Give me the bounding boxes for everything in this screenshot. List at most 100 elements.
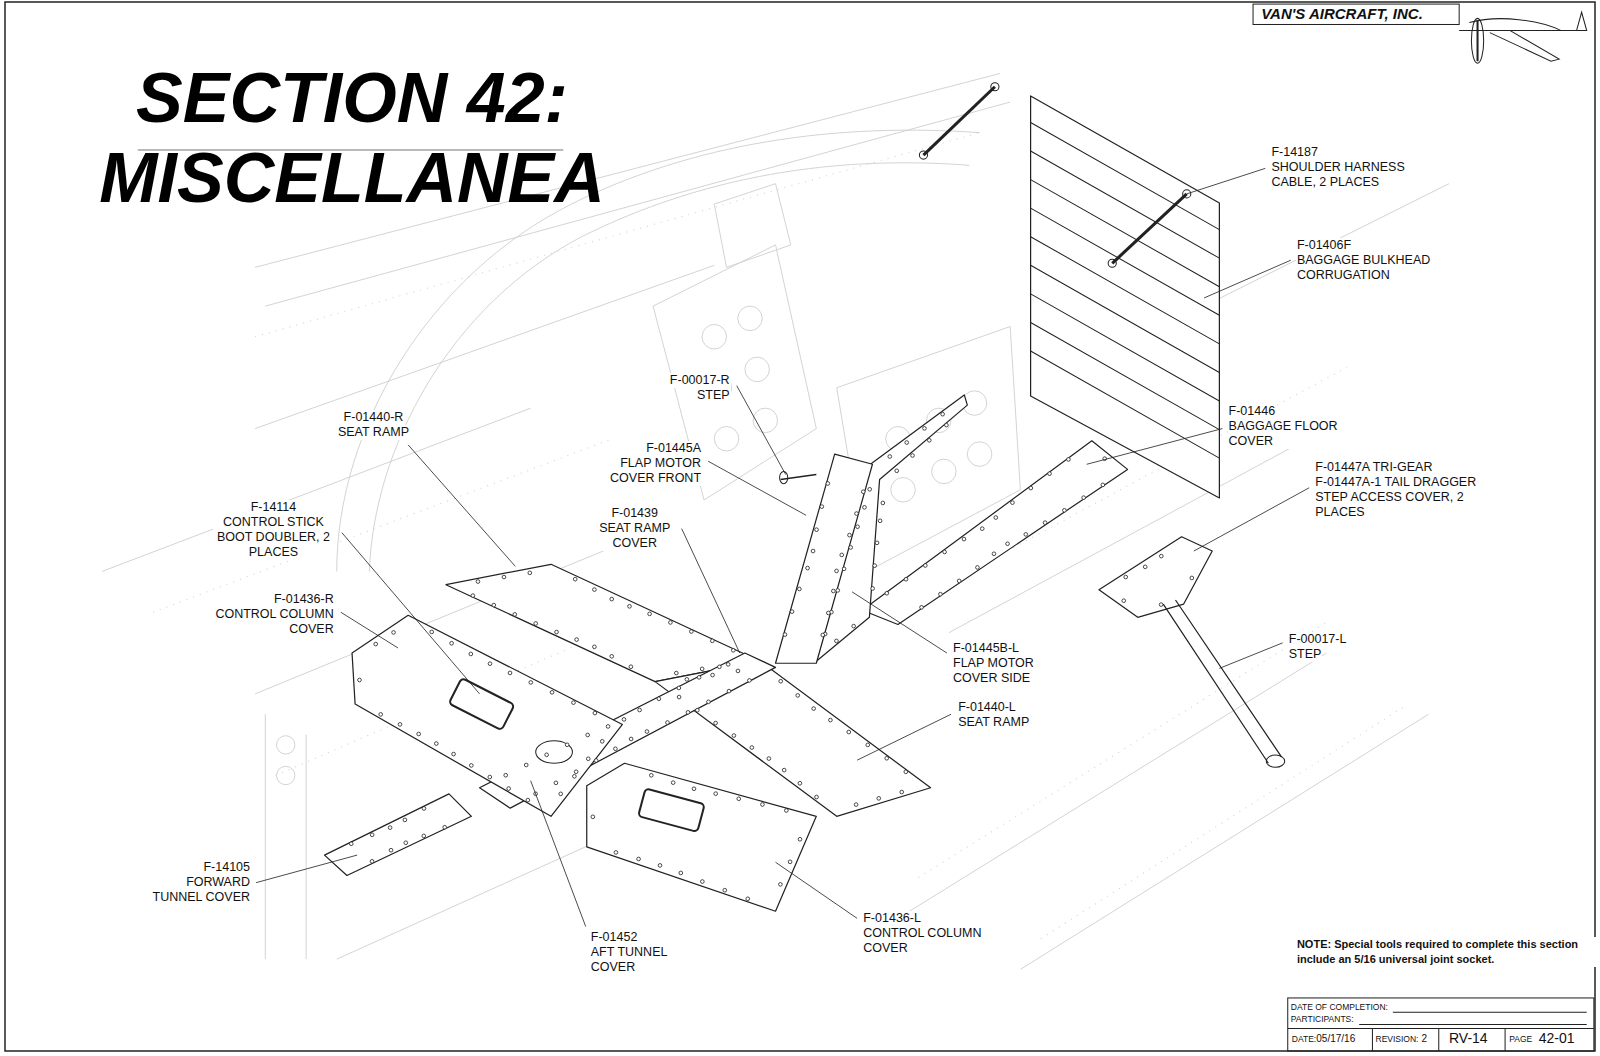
part-name: STEP xyxy=(696,388,731,403)
rivet-hole xyxy=(430,630,434,634)
flap-motor-cover-front xyxy=(776,454,873,663)
part-number: F-14105 xyxy=(202,860,251,875)
rivet-hole xyxy=(593,711,597,715)
callout-group: F-14114CONTROL STICK BOOT DOUBLER, 2 PLA… xyxy=(213,500,333,560)
rivet-hole xyxy=(379,713,383,717)
callout-group: F-01436-RCONTROL COLUMN COVER xyxy=(204,592,335,637)
part-number: F-01436-L xyxy=(862,911,922,926)
rivet-hole xyxy=(648,612,652,616)
rivet-hole xyxy=(962,537,966,541)
rivet-hole xyxy=(666,721,670,725)
rivet-hole xyxy=(737,797,741,801)
rivet-hole xyxy=(492,603,496,607)
title-block xyxy=(1253,4,1594,1051)
rivet-hole xyxy=(606,725,610,729)
rivet-hole xyxy=(1024,533,1028,537)
rivet-hole xyxy=(849,546,853,550)
part-name: CONTROL STICK BOOT DOUBLER, 2 PLACES xyxy=(213,515,333,560)
rivet-hole xyxy=(718,665,722,669)
rivet-hole xyxy=(622,718,626,722)
rivet-hole xyxy=(905,441,909,445)
part-number: F-01439 xyxy=(610,506,659,521)
part-number: F-01436-R xyxy=(273,592,335,607)
rivet-hole xyxy=(1011,501,1015,505)
rivet-hole xyxy=(600,739,604,743)
rivet-hole xyxy=(610,597,614,601)
rivet-hole xyxy=(469,652,473,656)
rivet-hole xyxy=(815,528,819,532)
rivet-hole xyxy=(508,671,512,675)
rivet-hole xyxy=(750,746,754,750)
rivet-hole xyxy=(388,826,392,830)
rivet-hole xyxy=(1124,575,1128,579)
part-name: STEP ACCESS COVER, 2 PLACES xyxy=(1314,490,1474,520)
rivet-hole xyxy=(417,732,421,736)
rivet-hole xyxy=(488,775,492,779)
control-column-cover-r xyxy=(352,615,622,816)
rivet-hole xyxy=(811,549,815,553)
part-name: SEAT RAMP COVER xyxy=(594,521,676,551)
rivet-hole xyxy=(895,469,899,473)
rivet-hole xyxy=(1048,472,1052,476)
rivet-hole xyxy=(767,757,771,761)
rivet-hole xyxy=(679,871,683,875)
rivet-hole xyxy=(559,792,563,796)
rivet-hole xyxy=(422,807,426,811)
rivet-hole xyxy=(798,587,802,591)
rivet-hole xyxy=(471,594,475,598)
page-frame xyxy=(5,2,1595,1051)
rivet-hole xyxy=(488,662,492,666)
rivet-hole xyxy=(836,589,840,593)
rivet-hole xyxy=(674,671,678,675)
section-title: SECTION 42: MISCELLANEA xyxy=(92,58,612,218)
rivet-hole xyxy=(847,730,851,734)
rivet-hole xyxy=(476,580,480,584)
rivet-hole xyxy=(1006,542,1010,546)
callout-group: F-01445AFLAP MOTOR COVER FRONT xyxy=(600,441,702,486)
part-number: F-01447A-1 TAIL DRAGGER xyxy=(1314,475,1477,490)
rivet-hole xyxy=(806,566,810,570)
part-number: F-01447A TRI-GEAR xyxy=(1314,460,1433,475)
callout-group: F-00017-LSTEP xyxy=(1288,632,1370,662)
rivet-hole xyxy=(835,639,839,643)
part-name: CONTROL COLUMN COVER xyxy=(204,607,335,637)
rivet-hole xyxy=(875,541,879,545)
rivet-hole xyxy=(871,587,875,591)
rivet-hole xyxy=(714,721,718,725)
rivet-hole xyxy=(820,505,824,509)
rivet-hole xyxy=(513,613,517,617)
rivet-hole xyxy=(1101,483,1105,487)
rivet-hole xyxy=(826,482,830,486)
control-column-cover-l xyxy=(587,763,817,911)
rivet-hole xyxy=(923,427,927,431)
part-name: CONTROL COLUMN COVER xyxy=(862,926,993,956)
rivet-hole xyxy=(545,753,549,757)
rivet-hole xyxy=(573,774,577,778)
part-number: F-01446 xyxy=(1228,404,1277,419)
rivet-hole xyxy=(994,516,998,520)
rivet-hole xyxy=(842,567,846,571)
part-number: F-14114 xyxy=(250,500,298,515)
callout-group: F-14187SHOULDER HARNESS CABLE, 2 PLACES xyxy=(1270,145,1413,190)
rivet-hole xyxy=(726,663,730,667)
leader-lines xyxy=(256,168,1309,926)
rivet-hole xyxy=(701,880,705,884)
baggage-floor-cover xyxy=(862,441,1127,625)
rivet-hole xyxy=(594,759,598,763)
rivet-hole xyxy=(848,533,852,537)
rivet-hole xyxy=(591,815,595,819)
rivet-hole xyxy=(1159,603,1163,607)
field-value: 05/17/16 xyxy=(1316,1033,1355,1044)
field-label: PAGE xyxy=(1509,1035,1532,1044)
rivet-hole xyxy=(389,848,393,852)
rivet-hole xyxy=(840,553,844,557)
part-name: SEAT RAMP xyxy=(337,425,410,440)
rivet-hole xyxy=(904,770,908,774)
part-number: F-01440-L xyxy=(957,700,1017,715)
rivet-hole xyxy=(723,888,727,892)
rivet-hole xyxy=(1082,496,1086,500)
rivet-hole xyxy=(700,667,704,671)
part-number: F-00017-L xyxy=(1288,632,1348,647)
rivet-hole xyxy=(761,803,765,807)
rivet-hole xyxy=(685,678,689,682)
